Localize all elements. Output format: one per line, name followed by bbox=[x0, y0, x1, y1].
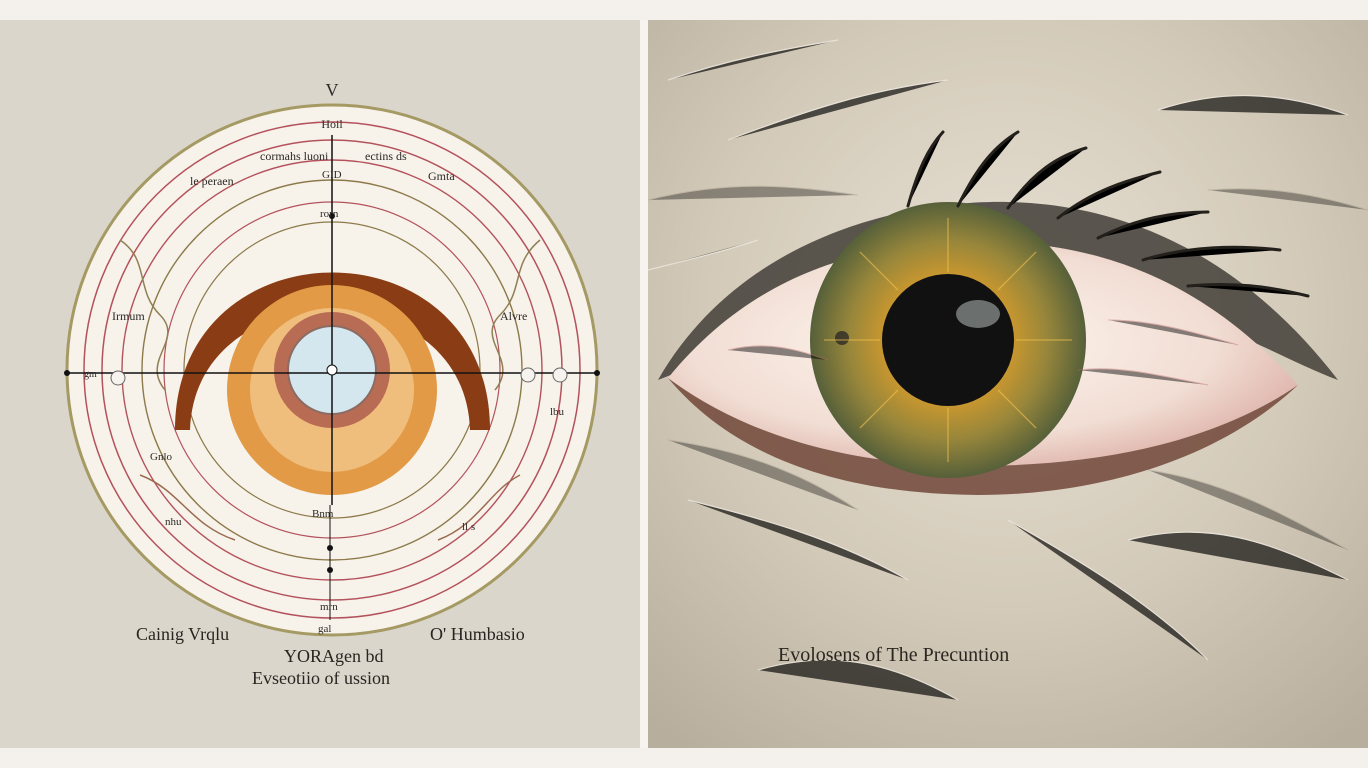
decorative-vine bbox=[491, 239, 541, 391]
axis-endpoint bbox=[64, 370, 70, 376]
axis-endpoint bbox=[594, 370, 600, 376]
eye-vessels bbox=[727, 319, 1239, 386]
panel-divider bbox=[640, 20, 648, 748]
ring-label: le peraen bbox=[190, 174, 234, 188]
diagram-caption: O' Humbasio bbox=[430, 624, 525, 644]
top-label: V bbox=[326, 80, 339, 100]
iris-fibers bbox=[824, 218, 1072, 462]
eye-diagram-panel: V Hoil cormahs luoni ectins ds Gmta le p… bbox=[0, 20, 640, 748]
diagram-marker bbox=[110, 370, 126, 386]
ring-label: rorn bbox=[320, 208, 339, 220]
ring-label: lbu bbox=[550, 406, 565, 418]
ring-label: Gnlo bbox=[150, 451, 173, 463]
ring-label: ectins ds bbox=[365, 149, 407, 163]
eye-diagram-svg: V Hoil cormahs luoni ectins ds Gmta le p… bbox=[64, 80, 600, 637]
eyelid-arc bbox=[175, 272, 490, 430]
ring-label: Bnm bbox=[312, 508, 334, 520]
diagram-marker bbox=[552, 367, 568, 383]
iris-freckle bbox=[835, 331, 849, 345]
axis-node bbox=[329, 213, 335, 219]
ring-label: GID bbox=[322, 169, 342, 181]
diagram-caption: Cainig Vrqlu bbox=[136, 624, 230, 644]
photo-pupil bbox=[882, 274, 1014, 406]
ring-label: nhu bbox=[165, 516, 182, 528]
fur-texture bbox=[648, 39, 1349, 701]
axis-node bbox=[327, 545, 333, 551]
eyelashes bbox=[906, 130, 1310, 298]
ring-label: Irmum bbox=[112, 309, 145, 323]
decorative-vine bbox=[119, 239, 169, 391]
diagram-caption: YORAgen bd bbox=[284, 646, 384, 666]
ring-label: Alvre bbox=[500, 309, 527, 323]
pupil-highlight bbox=[956, 300, 1000, 328]
ring-label: gal bbox=[318, 623, 331, 635]
ring-label: cormahs luoni bbox=[260, 149, 329, 163]
axis-center bbox=[326, 364, 338, 376]
fur-shadow-texture bbox=[648, 185, 1368, 551]
ring-label: mrn bbox=[320, 601, 338, 613]
ring-label: gm bbox=[84, 369, 97, 380]
lower-eyelid bbox=[668, 378, 1298, 495]
decorative-vine bbox=[139, 474, 236, 541]
decorative-vine bbox=[437, 474, 521, 541]
ring-label: ll s bbox=[462, 521, 475, 533]
eye-photo-panel: Evolosens of The Precuntion bbox=[648, 20, 1368, 748]
ring-label: Gmta bbox=[428, 169, 455, 183]
photo-caption: Evolosens of The Precuntion bbox=[778, 644, 1010, 666]
axis-node bbox=[327, 567, 333, 573]
upper-lash-shadow bbox=[658, 201, 1338, 380]
eye-photo-svg bbox=[648, 20, 1368, 748]
ring-pink-1 bbox=[83, 121, 581, 619]
diagram-marker bbox=[520, 367, 536, 383]
top-box-label: Hoil bbox=[321, 117, 343, 131]
diagram-caption: Evseotiio of ussion bbox=[252, 668, 390, 688]
